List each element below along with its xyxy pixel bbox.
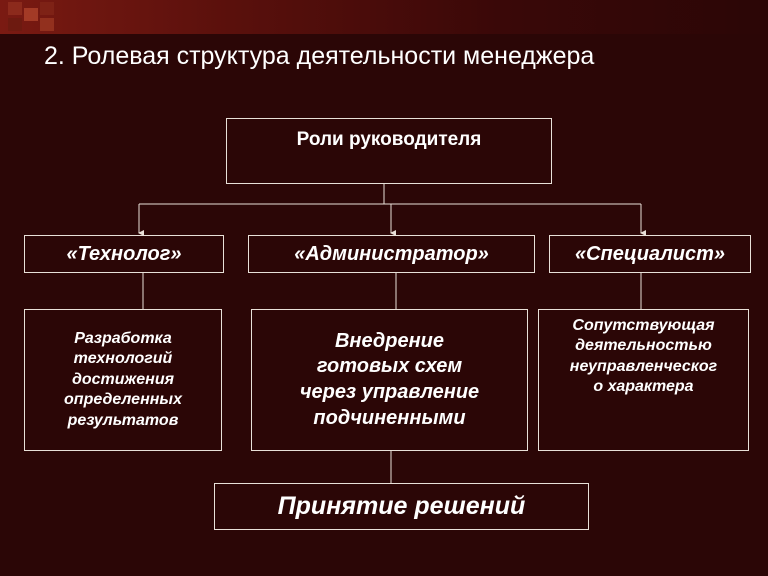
decorative-square [8, 2, 22, 15]
role-label-specialist: «Специалист» [574, 242, 726, 265]
description-box-technolog: Разработка технологий достижения определ… [24, 309, 222, 451]
description-line: подчиненными [313, 406, 466, 429]
description-line: результатов [67, 411, 179, 429]
role-label-technolog: «Технолог» [66, 242, 182, 265]
root-role-label: Роли руководителя [296, 129, 482, 150]
description-line: готовых схем [316, 355, 463, 378]
description-box-specialist: Сопутствующая деятельностью неуправленче… [538, 309, 749, 451]
description-line: достижения [71, 370, 175, 388]
decorative-square [40, 18, 54, 31]
description-line: через управление [299, 381, 480, 403]
description-text-administrator: Внедрение готовых схем через управление … [300, 329, 479, 431]
role-box-administrator: «Администратор» [248, 235, 535, 273]
description-line: деятельностью [575, 337, 712, 355]
decorative-square [40, 2, 54, 15]
slide-title: 2. Ролевая структура деятельности менедж… [44, 42, 595, 70]
role-box-specialist: «Специалист» [549, 235, 751, 273]
description-line: о характера [593, 378, 694, 396]
description-text-technolog: Разработка технологий достижения определ… [64, 329, 182, 431]
decorative-square [24, 8, 38, 21]
role-label-administrator: «Администратор» [294, 242, 489, 265]
description-line: неуправленческог [569, 357, 718, 375]
decorative-header-band [0, 0, 768, 34]
description-text-specialist: Сопутствующая деятельностью неуправленче… [570, 316, 717, 398]
description-line: Сопутствующая [572, 317, 715, 334]
decorative-square [8, 18, 22, 31]
role-box-technolog: «Технолог» [24, 235, 224, 273]
decision-label: Принятие решений [277, 492, 526, 520]
root-role-box: Роли руководителя [226, 118, 552, 184]
description-line: Разработка [74, 329, 172, 347]
description-line: Внедрение [334, 329, 444, 352]
description-box-administrator: Внедрение готовых схем через управление … [251, 309, 528, 451]
decision-box: Принятие решений [214, 483, 589, 530]
description-line: технологий [73, 350, 173, 368]
description-line: определенных [64, 391, 182, 409]
